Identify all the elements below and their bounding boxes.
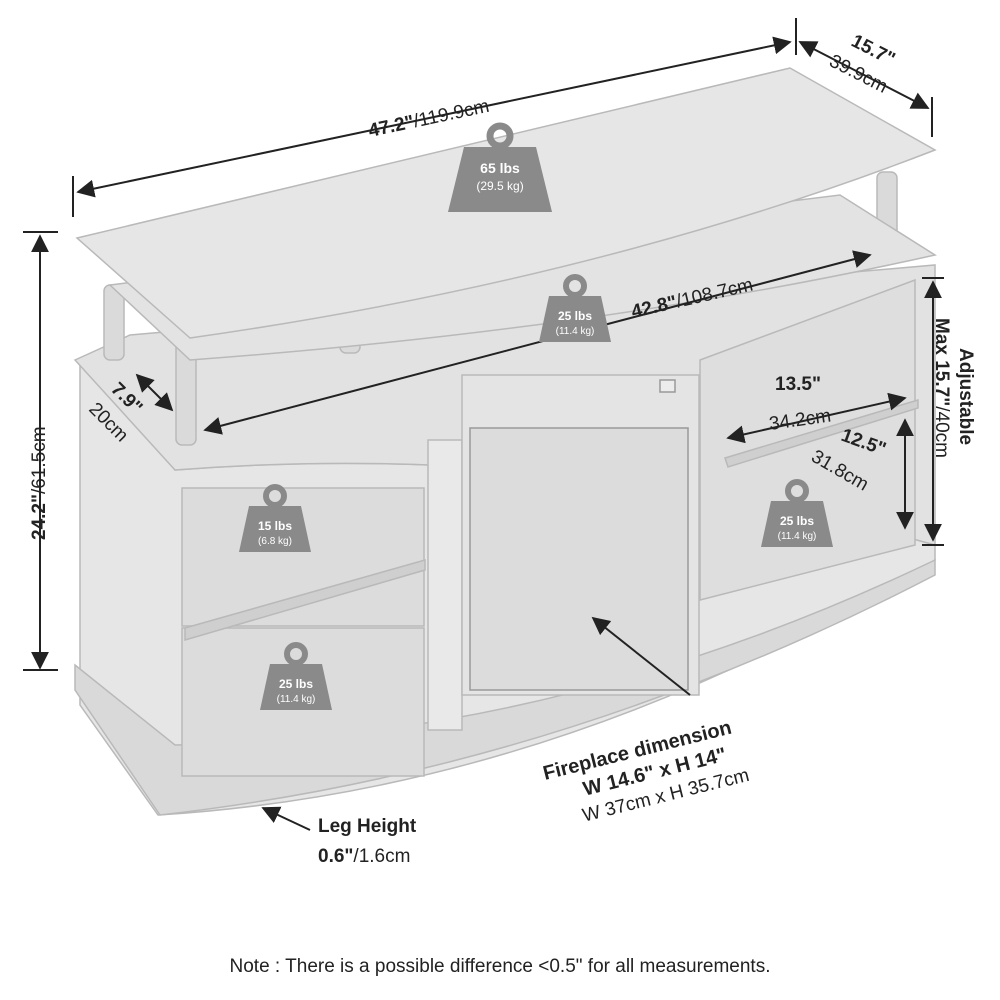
weight-icon-top: 65 lbs (29.5 kg) (448, 122, 552, 212)
adjustable-label: Adjustable (955, 348, 976, 445)
dimension-lines (23, 18, 944, 831)
weight-icon-left-lower: 25 lbs (11.4 kg) (260, 645, 332, 710)
svg-text:25 lbs: 25 lbs (780, 514, 814, 528)
svg-text:(11.4 kg): (11.4 kg) (556, 326, 595, 337)
height-label: 24.2"/61.5cm (29, 426, 50, 540)
fireplace-insert (469, 427, 689, 691)
leg-height-callout: Leg Height 0.6"/1.6cm (318, 816, 417, 867)
svg-text:25 lbs: 25 lbs (558, 309, 592, 323)
fireplace-switch (659, 379, 676, 393)
measurement-note: Note : There is a possible difference <0… (229, 956, 771, 977)
weight-icon-right: 25 lbs (11.4 kg) (761, 482, 833, 547)
weight-icon-middle: 25 lbs (11.4 kg) (539, 277, 611, 342)
center-divider (427, 439, 463, 731)
svg-text:(11.4 kg): (11.4 kg) (277, 694, 316, 705)
svg-text:(29.5 kg): (29.5 kg) (476, 179, 523, 193)
left-shelf (184, 559, 426, 641)
svg-text:(11.4 kg): (11.4 kg) (778, 531, 817, 542)
svg-text:65 lbs: 65 lbs (480, 160, 520, 176)
svg-text:Leg Height: Leg Height (318, 816, 417, 837)
svg-text:15 lbs: 15 lbs (258, 519, 292, 533)
adjustable-max-label: Max 15.7"/40cm (931, 318, 952, 458)
svg-text:0.6"/1.6cm: 0.6"/1.6cm (318, 846, 410, 867)
svg-text:25 lbs: 25 lbs (279, 677, 313, 691)
width-label: 47.2"/119.9cm (367, 96, 491, 142)
svg-text:(6.8 kg): (6.8 kg) (258, 536, 292, 547)
weight-icon-left-upper: 15 lbs (6.8 kg) (239, 487, 311, 552)
shelf-width-in-label: 13.5" (775, 374, 821, 395)
